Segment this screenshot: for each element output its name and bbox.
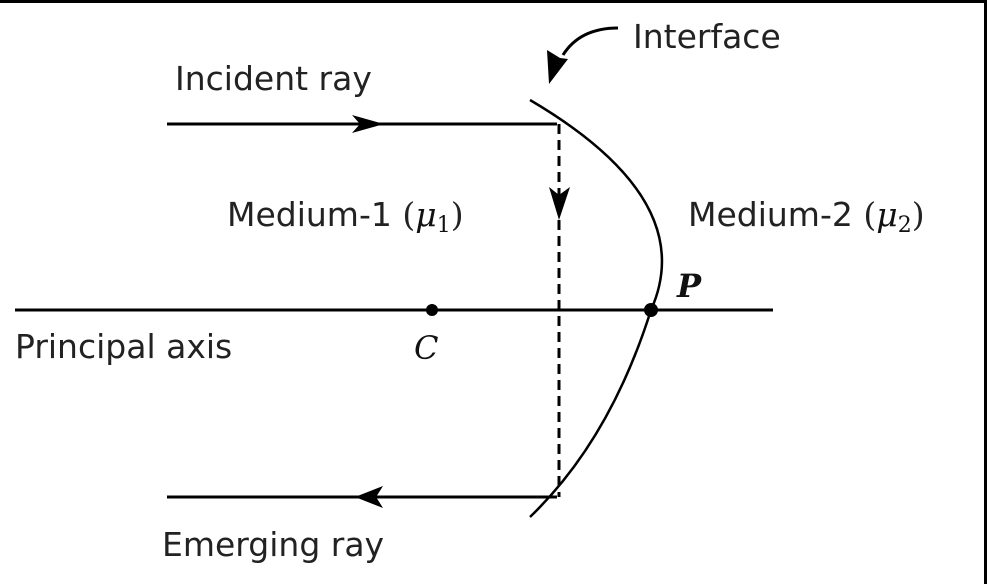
emerging-ray-arrowhead: [355, 486, 383, 508]
medium-2-symbol: μ: [876, 195, 898, 234]
medium-1-subscript: 1: [436, 213, 451, 238]
medium-1-close-paren: ): [450, 195, 464, 234]
pole-point-dot: [644, 303, 658, 317]
incident-ray-arrowhead: [352, 115, 384, 133]
pole-label: P: [677, 267, 702, 305]
refracted-path-arrowhead: [549, 187, 570, 220]
medium-2-name: Medium-2: [688, 195, 853, 234]
interface-pointer-arrowhead: [547, 50, 568, 84]
medium-1-name: Medium-1: [227, 195, 392, 234]
medium-1-symbol: μ: [415, 195, 437, 234]
interface-label: Interface: [633, 17, 781, 56]
principal-axis-label: Principal axis: [15, 327, 233, 366]
frame-border-right: [984, 0, 987, 584]
medium-2-open-paren: (: [863, 195, 877, 234]
center-point-dot: [426, 304, 438, 316]
center-label: C: [414, 329, 439, 367]
emerging-ray-label: Emerging ray: [162, 525, 385, 564]
frame-border-top: [0, 0, 987, 3]
interface-pointer-arrow: [561, 26, 619, 56]
medium-1-open-paren: (: [402, 195, 416, 234]
incident-ray-label: Incident ray: [175, 59, 372, 98]
medium-1-label: Medium-1 (μ1): [227, 198, 464, 237]
medium-2-close-paren: ): [911, 195, 925, 234]
medium-2-subscript: 2: [897, 213, 912, 238]
medium-2-label: Medium-2 (μ2): [688, 198, 925, 237]
